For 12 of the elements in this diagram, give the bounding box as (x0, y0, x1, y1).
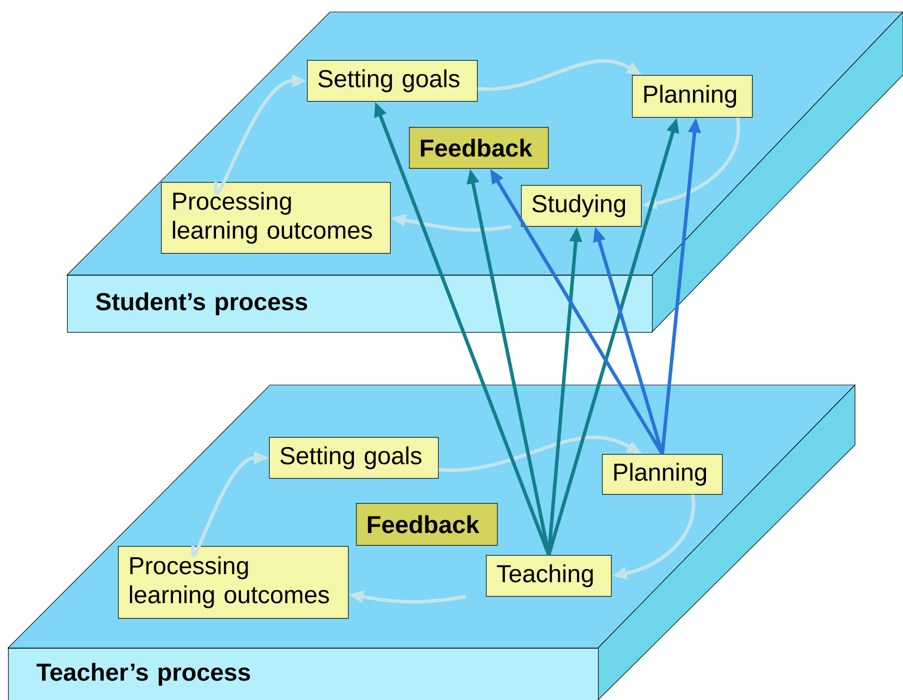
process-box: Processing learning outcomes (161, 182, 391, 254)
node-label: Student’s process (96, 292, 308, 316)
process-box: Studying (521, 185, 642, 227)
process-box: Feedback (409, 127, 549, 169)
process-box: Setting goals (307, 60, 478, 102)
process-box: Feedback (356, 503, 498, 546)
node-label: Teacher’s process (36, 662, 250, 686)
process-box: Planning (632, 75, 753, 118)
process-box: Setting goals (269, 437, 439, 479)
process-box: Teaching (486, 555, 612, 597)
process-box: Processing learning outcomes (118, 546, 349, 619)
process-box: Planning (602, 454, 723, 495)
